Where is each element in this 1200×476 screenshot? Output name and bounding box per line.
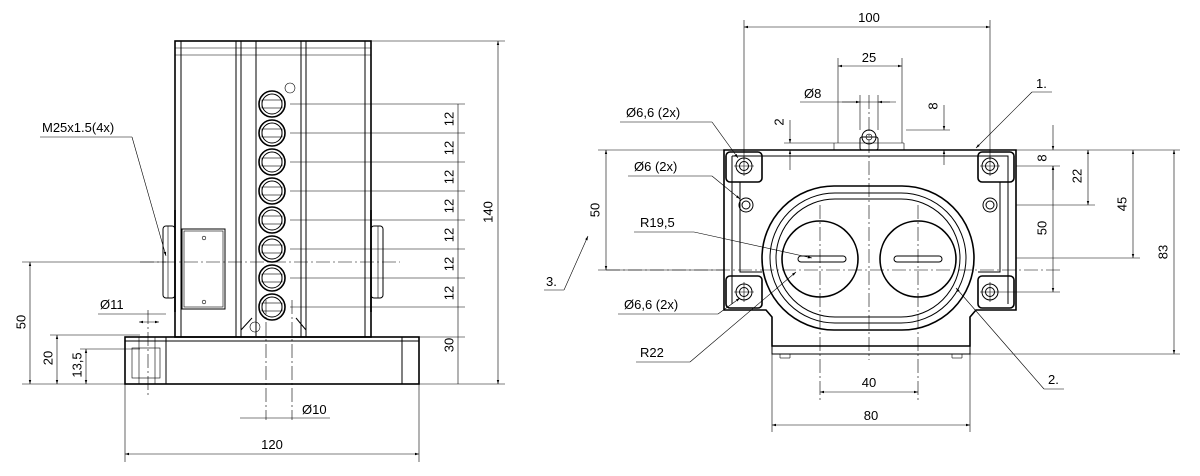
led-lens <box>261 93 283 115</box>
dim-140: 140 <box>480 201 495 223</box>
pitch-label: 12 <box>441 141 456 155</box>
cable-gland-right <box>370 210 384 312</box>
mounting-holes <box>734 156 1000 302</box>
led-bar <box>261 99 283 109</box>
led-lens <box>261 151 283 173</box>
side-base <box>124 336 420 385</box>
led-bar <box>261 215 283 225</box>
led-bar <box>261 186 283 196</box>
dim-45: 45 <box>1114 197 1129 211</box>
led-lens <box>261 238 283 260</box>
led-bar <box>261 244 283 254</box>
dim-22: 22 <box>1069 169 1084 183</box>
dim-13-5: 13,5 <box>69 352 84 377</box>
dim-50-right: 50 <box>1034 221 1049 235</box>
front-housing <box>723 142 1017 359</box>
dim-25: 25 <box>862 50 876 65</box>
dim-20-side: 20 <box>40 351 55 365</box>
dim-8-right: 8 <box>1034 154 1049 161</box>
led-bar <box>261 302 283 312</box>
led-ring <box>258 235 286 263</box>
led-column <box>249 40 302 338</box>
pitch-label: 12 <box>441 199 456 213</box>
dim-50-side: 50 <box>13 315 28 329</box>
led-bar <box>261 273 283 283</box>
led-ring <box>258 293 286 321</box>
callout-hole-6: Ø6 (2x) <box>634 159 677 174</box>
thread-callout: M25x1.5(4x) <box>42 120 114 135</box>
dim-100: 100 <box>858 10 880 25</box>
label-plate <box>181 228 226 310</box>
ref-1: 1. <box>1036 76 1047 91</box>
led-ring <box>258 119 286 147</box>
led-ring <box>258 148 286 176</box>
front-view: 100 25 Ø8 8 2 8 50 22 <box>544 10 1180 432</box>
hole-6-right <box>982 197 998 213</box>
mounting-pads <box>725 151 1015 309</box>
dim-83: 83 <box>1155 245 1170 259</box>
dim-30-side: 30 <box>441 338 456 352</box>
dim-dia8: Ø8 <box>804 86 821 101</box>
dim-80: 80 <box>864 408 878 423</box>
side-view: 12 12 12 12 12 12 12 30 140 50 20 13,5 Ø… <box>13 40 505 462</box>
side-housing <box>174 40 372 338</box>
pitch-labels: 12 12 12 12 12 12 12 <box>441 112 456 300</box>
callout-hole-66-top: Ø6,6 (2x) <box>626 105 680 120</box>
callout-r195: R19,5 <box>640 215 675 230</box>
callout-r22: R22 <box>640 345 664 360</box>
led-bar <box>261 128 283 138</box>
dim-2: 2 <box>771 118 786 125</box>
ref-2: 2. <box>1048 372 1059 387</box>
ref-3: 3. <box>546 274 557 289</box>
pitch-extension-lines <box>290 40 505 385</box>
led-bar <box>261 157 283 167</box>
pitch-label: 12 <box>441 257 456 271</box>
led-ring <box>258 177 286 205</box>
dim-120: 120 <box>261 437 283 452</box>
led-lens <box>261 267 283 289</box>
dim-50-left: 50 <box>587 203 602 217</box>
led-ring <box>258 206 286 234</box>
led-indicators <box>258 90 286 321</box>
obround-seal <box>761 185 975 331</box>
led-ring <box>258 90 286 118</box>
dim-40: 40 <box>862 375 876 390</box>
led-lens <box>261 209 283 231</box>
pitch-label: 12 <box>441 228 456 242</box>
pitch-label: 12 <box>441 286 456 300</box>
led-ring <box>258 264 286 292</box>
callout-hole-66-bottom: Ø6,6 (2x) <box>624 297 678 312</box>
led-lens <box>261 296 283 318</box>
dim-dia10: Ø10 <box>302 402 327 417</box>
pitch-label: 12 <box>441 170 456 184</box>
led-lens <box>261 122 283 144</box>
dim-8-top: 8 <box>925 102 940 109</box>
led-lens <box>261 180 283 202</box>
hole-6-left <box>738 197 754 213</box>
cable-gland-left <box>162 210 176 312</box>
pitch-label: 12 <box>441 112 456 126</box>
dim-dia11: Ø11 <box>100 297 124 312</box>
